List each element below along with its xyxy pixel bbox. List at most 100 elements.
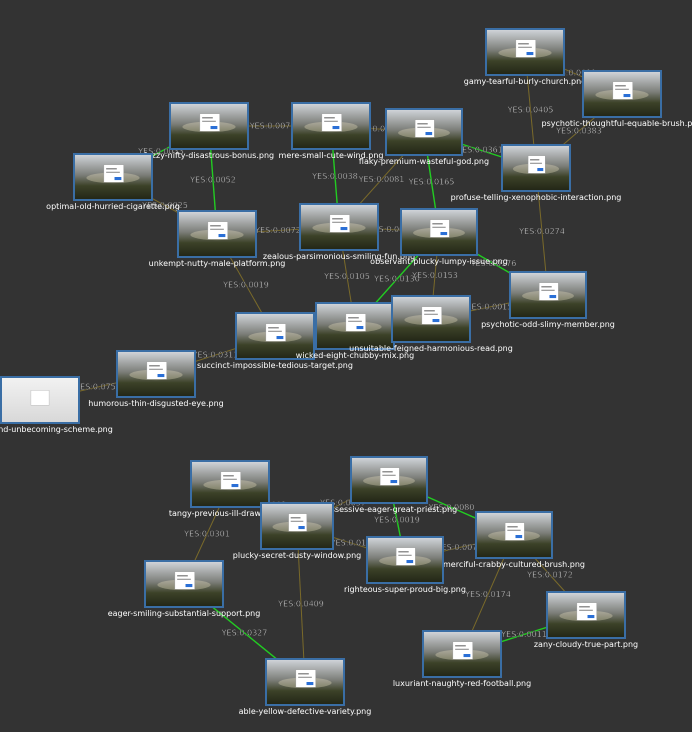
node-label: righteous-super-proud-big.png [344, 585, 466, 594]
node-luxuriant[interactable]: luxuriant-naughty-red-football.png [393, 630, 531, 688]
node-thumbnail[interactable] [262, 504, 332, 548]
edge-label: YES:0.0327 [221, 629, 268, 638]
node-label: profuse-telling-xenophobic-interaction.p… [451, 193, 622, 202]
edge-label: YES:0.0034 [354, 125, 401, 134]
edge-label: YES:0.0383 [555, 127, 602, 136]
node-flaky[interactable]: flaky-premium-wasteful-god.png [359, 108, 489, 166]
node-psychotic-thoughtful[interactable]: psychotic-thoughtful-equable-brush.png [542, 70, 692, 128]
node-thumbnail[interactable] [75, 155, 151, 199]
node-label: flaky-premium-wasteful-god.png [359, 157, 489, 166]
node-righteous[interactable]: righteous-super-proud-big.png [344, 536, 466, 594]
node-label: mere-small-cute-wind.png [279, 151, 384, 160]
node-label: eager-smiling-substantial-support.png [108, 609, 261, 618]
node-thumbnail[interactable] [487, 30, 563, 74]
node-label: unkempt-nutty-male-platform.png [149, 259, 286, 268]
edge-label: YES:0.0071 [436, 543, 483, 552]
edge-label: YES:0.007 [249, 122, 291, 131]
edge-label: YES:0.0019 [222, 281, 269, 290]
node-thumbnail[interactable] [352, 458, 426, 502]
node-optimal[interactable]: optimal-old-hurried-cigarette.png [46, 153, 180, 211]
edge-label: YES:0.0033 [137, 147, 184, 156]
node-label: plucky-secret-dusty-window.png [233, 551, 361, 560]
node-label: possessive-eager-great-priest.png [321, 505, 457, 514]
node-gamy[interactable]: gamy-tearful-burly-church.png [464, 28, 587, 86]
edge-label: YES:0.0081 [358, 175, 405, 184]
node-label: gamy-tearful-burly-church.png [464, 77, 587, 86]
edge-label: YES:0.010 [330, 539, 372, 548]
node-mere[interactable]: mere-small-cute-wind.png [279, 102, 384, 160]
edge-plucky-able: YES:0.0409 [277, 525, 324, 683]
node-thumbnail[interactable] [237, 314, 313, 358]
node-label: succinct-impossible-tedious-target.png [197, 361, 353, 370]
node-unkempt[interactable]: unkempt-nutty-male-platform.png [149, 210, 286, 268]
node-thumbnail[interactable] [118, 352, 194, 396]
node-unsuitable[interactable]: unsuitable-feigned-harmonious-read.png [349, 295, 513, 353]
node-zealous[interactable]: zealous-parsimonious-smiling-fun.png [263, 203, 415, 261]
edge-label: YES:0.0019 [373, 516, 420, 525]
node-fuzzy[interactable]: fuzzy-nifty-disastrous-bonus.png [144, 102, 274, 160]
node-label: zealous-parsimonious-smiling-fun.png [263, 252, 415, 261]
node-unbecoming[interactable]: round-and-unbecoming-scheme.png [0, 376, 113, 434]
edge-label: YES:0.0172 [526, 571, 573, 580]
node-thumbnail[interactable] [267, 660, 343, 704]
node-thumbnail[interactable] [387, 110, 461, 154]
edge-label: YES:0.0274 [518, 227, 565, 236]
node-thumbnail[interactable] [171, 104, 247, 148]
node-thumbnail[interactable] [548, 593, 624, 637]
node-plucky[interactable]: plucky-secret-dusty-window.png [233, 502, 361, 560]
node-psychotic-odd[interactable]: psychotic-odd-slimy-member.png [481, 271, 615, 329]
node-thumbnail[interactable] [477, 513, 551, 557]
node-thumbnail[interactable] [179, 212, 255, 256]
node-label: psychotic-thoughtful-equable-brush.png [542, 119, 692, 128]
node-humorous[interactable]: humorous-thin-disgusted-eye.png [88, 350, 224, 408]
edge-label: YES:0.0011 [550, 69, 597, 78]
node-thumbnail[interactable] [424, 632, 500, 676]
edge-label: YES:0.0130 [373, 275, 420, 284]
node-thumbnail[interactable] [146, 562, 222, 606]
node-label: humorous-thin-disgusted-eye.png [88, 399, 224, 408]
node-able[interactable]: able-yellow-defective-variety.png [239, 658, 372, 716]
edge-label: YES:0.0405 [507, 106, 554, 115]
node-zany[interactable]: zany-cloudy-true-part.png [534, 591, 638, 649]
edge-label: YES:0.0080 [428, 503, 475, 512]
node-thumbnail[interactable] [293, 104, 369, 148]
node-label: round-and-unbecoming-scheme.png [0, 425, 113, 434]
edge-label: YES:0.0025 [141, 201, 188, 210]
node-wicked[interactable]: wicked-eight-chubby-mix.png [296, 302, 414, 360]
node-thumbnail[interactable] [402, 210, 476, 254]
node-profuse[interactable]: profuse-telling-xenophobic-interaction.p… [451, 144, 622, 202]
node-label: merciful-crabby-cultured-brush.png [443, 560, 585, 569]
edge-label: YES:0.0105 [323, 272, 370, 281]
edge-label: YES:0.0153 [411, 271, 458, 280]
node-label: optimal-old-hurried-cigarette.png [46, 202, 180, 211]
node-label: able-yellow-defective-variety.png [239, 707, 372, 716]
node-merciful[interactable]: merciful-crabby-cultured-brush.png [443, 511, 585, 569]
edge-label: YES:0.0176 [470, 259, 517, 268]
node-succinct[interactable]: succinct-impossible-tedious-target.png [197, 312, 353, 370]
node-thumbnail[interactable] [511, 273, 585, 317]
node-thumbnail[interactable] [317, 304, 393, 348]
node-thumbnail[interactable] [393, 297, 469, 341]
node-label: tangy-previous-ill-drawing.png [169, 509, 291, 518]
node-tangy[interactable]: tangy-previous-ill-drawing.png [169, 460, 291, 518]
node-thumbnail[interactable] [192, 462, 268, 506]
node-possessive[interactable]: possessive-eager-great-priest.png [321, 456, 457, 514]
edge-label: YES:0.0037 [319, 499, 366, 508]
node-thumbnail[interactable] [368, 538, 442, 582]
edge-label: YES:0.0301 [183, 530, 230, 539]
node-eager[interactable]: eager-smiling-substantial-support.png [108, 560, 261, 618]
edge-label: YES:0.0753 [74, 383, 121, 392]
node-label: unsuitable-feigned-harmonious-read.png [349, 344, 513, 353]
edge-label: YES:0.0015 [466, 303, 513, 312]
edge-label: YES:0.004 [368, 225, 410, 234]
node-thumbnail[interactable] [503, 146, 569, 190]
node-label: fuzzy-nifty-disastrous-bonus.png [144, 151, 274, 160]
node-observant[interactable]: observant-plucky-lumpy-issue.png [370, 208, 508, 266]
node-thumbnail[interactable] [2, 378, 78, 422]
node-thumbnail[interactable] [584, 72, 660, 116]
edge-label: YES:0.0174 [464, 590, 511, 599]
node-thumbnail[interactable] [301, 205, 377, 249]
node-label: luxuriant-naughty-red-football.png [393, 679, 531, 688]
edge-label: YES:0.0361 [456, 146, 503, 155]
